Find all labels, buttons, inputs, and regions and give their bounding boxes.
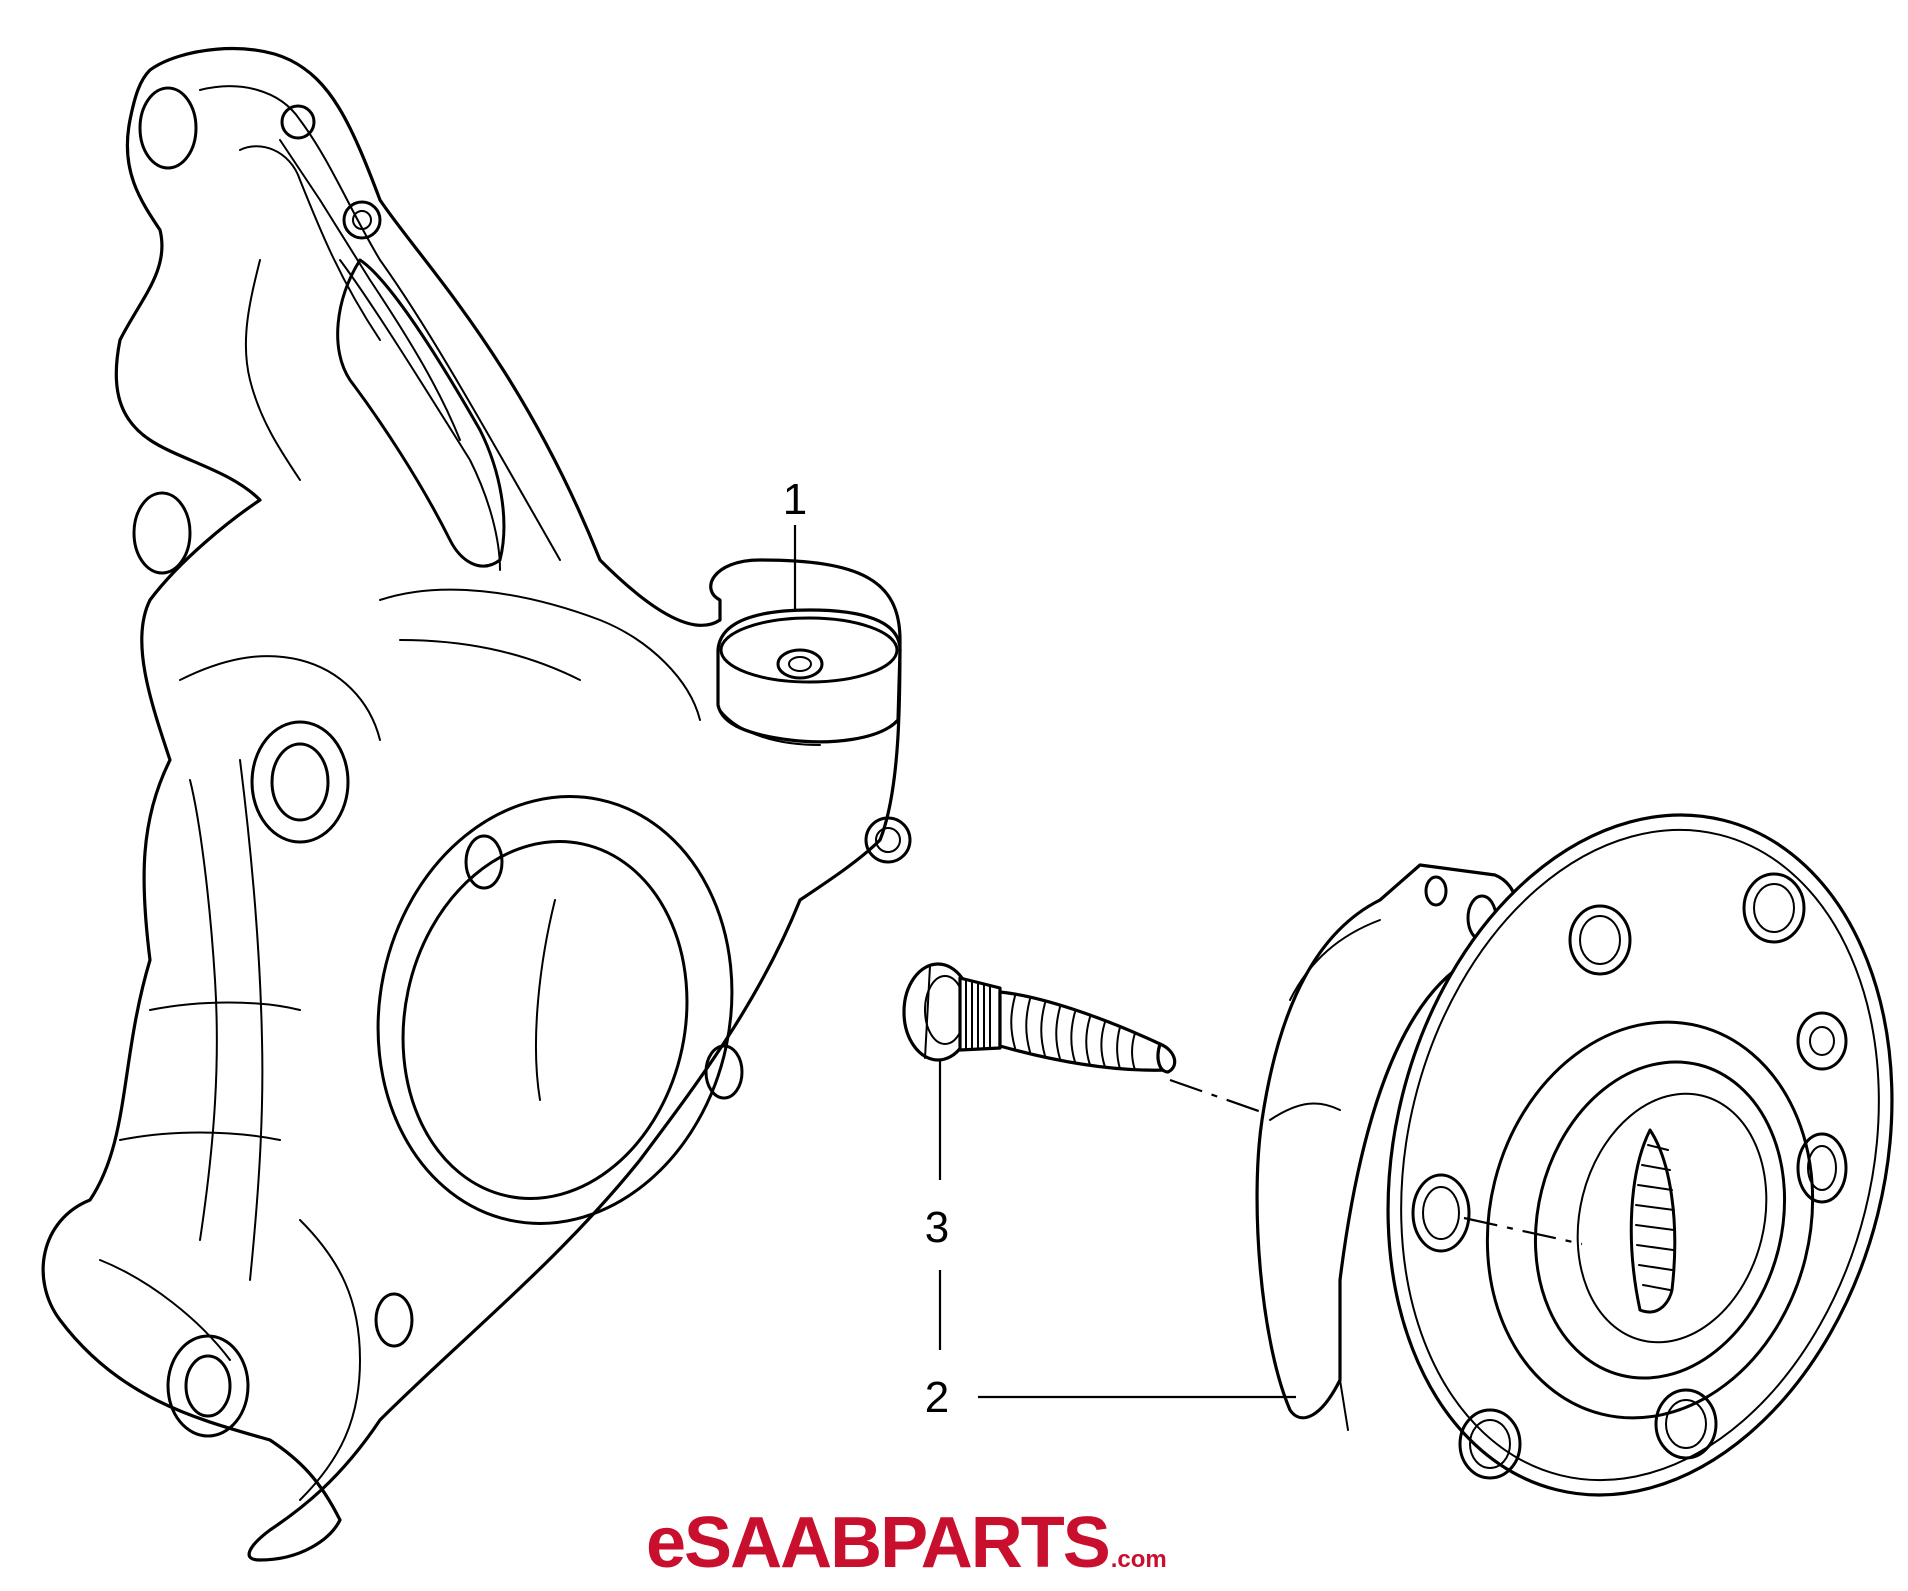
logo-prefix: e: [646, 1503, 686, 1583]
wheel-stud-icon: [902, 962, 1177, 1074]
esaabparts-logo: e SAAB PARTS .com: [646, 1503, 1167, 1583]
flange-stud-holes: [1411, 872, 1848, 1480]
callout-1: 1: [783, 475, 807, 524]
assembly-centerline: [1169, 1078, 1271, 1117]
logo-tld: .com: [1110, 1546, 1167, 1573]
logo-suffix: PARTS: [880, 1503, 1111, 1583]
callout-3: 3: [925, 1203, 949, 1252]
logo-brand: SAAB: [684, 1503, 882, 1583]
wheel-hub-bearing-icon: [1255, 813, 1894, 1497]
steering-knuckle-icon: [41, 46, 912, 1562]
callout-2: 2: [925, 1373, 949, 1422]
